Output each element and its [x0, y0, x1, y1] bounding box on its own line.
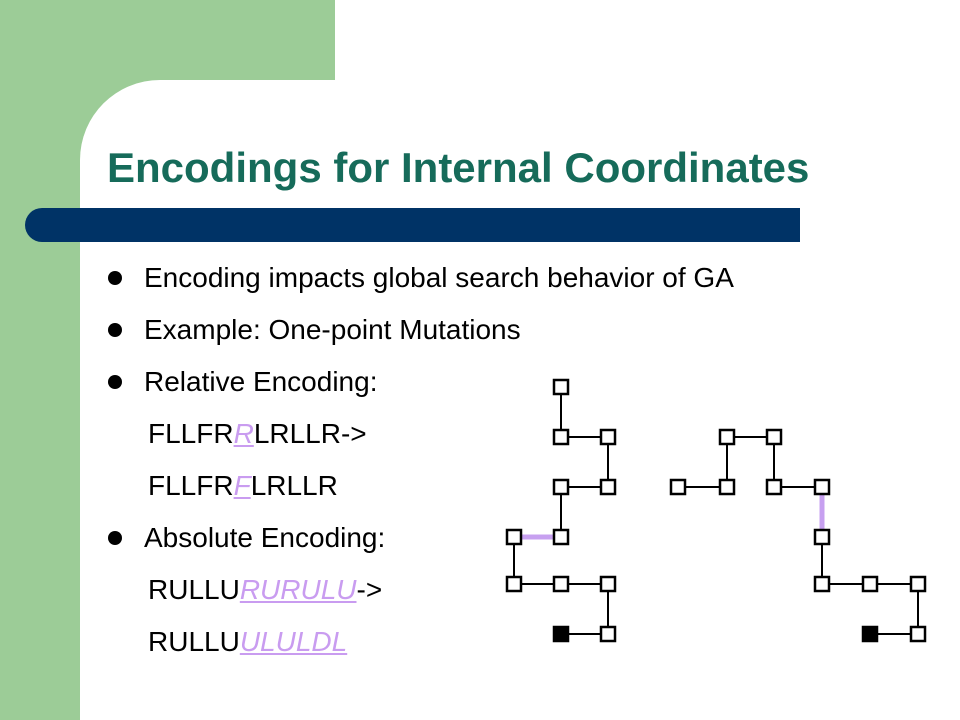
residue-node: [552, 378, 570, 396]
residue-node: [813, 528, 831, 546]
encoding-line: FLLFRFLRLLR: [104, 466, 734, 518]
residue-node: [552, 575, 570, 593]
bullet-line: Encoding impacts global search behavior …: [104, 258, 734, 310]
residue-node: [813, 575, 831, 593]
slide-title: Encodings for Internal Coordinates: [107, 144, 810, 191]
encoding-text: FLLFRRLRLLR->: [104, 418, 367, 449]
encoding-text: RULLUULULDL: [104, 626, 347, 657]
green-left-strip: [0, 0, 80, 720]
residue-node: [599, 625, 617, 643]
residue-node: [861, 575, 879, 593]
encoding-suffix: ->: [356, 574, 383, 605]
bullet-dot-icon: [108, 375, 122, 389]
residue-node: [599, 478, 617, 496]
residue-node: [718, 478, 736, 496]
residue-node: [599, 428, 617, 446]
residue-node: [505, 528, 523, 546]
encoding-line: FLLFRRLRLLR->: [104, 414, 734, 466]
residue-node: [552, 428, 570, 446]
residue-node: [909, 575, 927, 593]
bullet-text: Encoding impacts global search behavior …: [144, 262, 734, 293]
bullet-line: Relative Encoding:: [104, 362, 734, 414]
residue-node: [765, 428, 783, 446]
residue-node: [909, 625, 927, 643]
title-underline-bar: [25, 208, 800, 242]
encoding-prefix: FLLFR: [148, 470, 234, 501]
residue-node: [813, 478, 831, 496]
encoding-text: FLLFRFLRLLR: [104, 470, 338, 501]
bullet-dot-icon: [108, 531, 122, 545]
bullet-text: Absolute Encoding:: [144, 522, 386, 553]
chain-start-node: [552, 625, 570, 643]
mutated-segment: ULULDL: [239, 626, 348, 657]
residue-node: [669, 478, 687, 496]
encoding-prefix: RULLU: [148, 574, 240, 605]
bullet-text: Relative Encoding:: [144, 366, 378, 397]
chain-start-node: [861, 625, 879, 643]
residue-node: [599, 575, 617, 593]
bullet-dot-icon: [108, 271, 122, 285]
fold-after-mutation: [669, 428, 927, 643]
residue-node: [765, 478, 783, 496]
bullet-list: Encoding impacts global search behavior …: [104, 258, 734, 674]
residue-node: [505, 575, 523, 593]
residue-node: [552, 528, 570, 546]
white-content-panel: [80, 80, 960, 720]
encoding-suffix: LRLLR: [250, 470, 338, 501]
mutated-segment: F: [233, 470, 251, 501]
bullet-line: Absolute Encoding:: [104, 518, 734, 570]
encoding-prefix: FLLFR: [148, 418, 234, 449]
residue-node: [718, 428, 736, 446]
encoding-line: RULLUULULDL: [104, 622, 734, 674]
bullet-text: Example: One-point Mutations: [144, 314, 521, 345]
encoding-prefix: RULLU: [148, 626, 240, 657]
encoding-suffix: LRLLR->: [253, 418, 367, 449]
mutated-segment: RURULU: [239, 574, 357, 605]
residue-node: [552, 478, 570, 496]
mutated-segment: R: [233, 418, 254, 449]
encoding-text: RULLURURULU->: [104, 574, 382, 605]
fold-before-mutation: [505, 378, 617, 643]
bullet-dot-icon: [108, 323, 122, 337]
encoding-line: RULLURURULU->: [104, 570, 734, 622]
bullet-line: Example: One-point Mutations: [104, 310, 734, 362]
